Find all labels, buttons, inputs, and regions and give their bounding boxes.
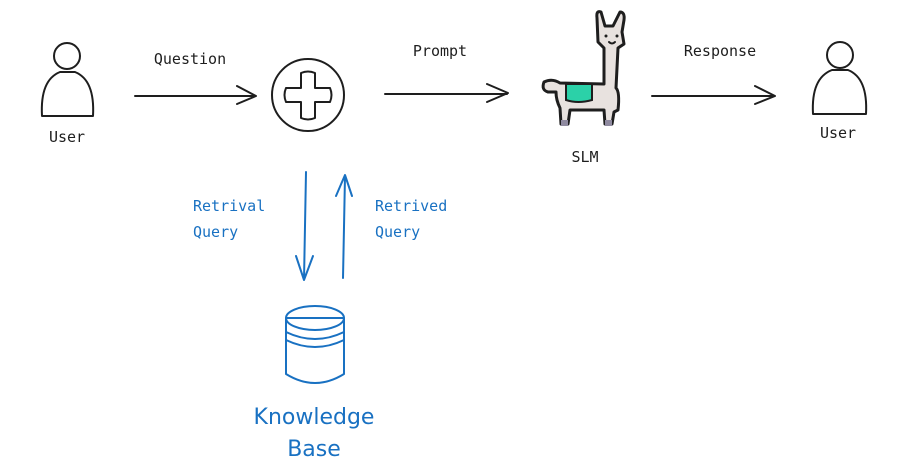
plus-icon: [271, 58, 345, 132]
retrival-query-label-1: Retrival: [193, 197, 265, 215]
llama-icon: [541, 10, 626, 126]
retrived-query-arrow: [335, 174, 353, 279]
user-right-label: User: [820, 124, 856, 142]
response-arrow: [651, 85, 776, 105]
retrived-query-label-1: Retrived: [375, 197, 447, 215]
prompt-label: Prompt: [413, 42, 467, 60]
retrived-query-label-2: Query: [375, 223, 420, 241]
database-icon: [285, 305, 345, 384]
question-label: Question: [154, 50, 226, 68]
knowledge-base-label-2: Base: [287, 437, 341, 462]
retrival-query-label-2: Query: [193, 223, 238, 241]
prompt-arrow: [384, 83, 509, 103]
response-label: Response: [684, 42, 756, 60]
user-left-icon: [40, 42, 95, 117]
knowledge-base-label-1: Knowledge: [254, 405, 375, 430]
slm-label: SLM: [571, 148, 598, 166]
question-arrow: [134, 85, 257, 105]
user-right-icon: [811, 41, 868, 115]
user-left-label: User: [49, 128, 85, 146]
retrival-query-arrow: [295, 171, 314, 281]
